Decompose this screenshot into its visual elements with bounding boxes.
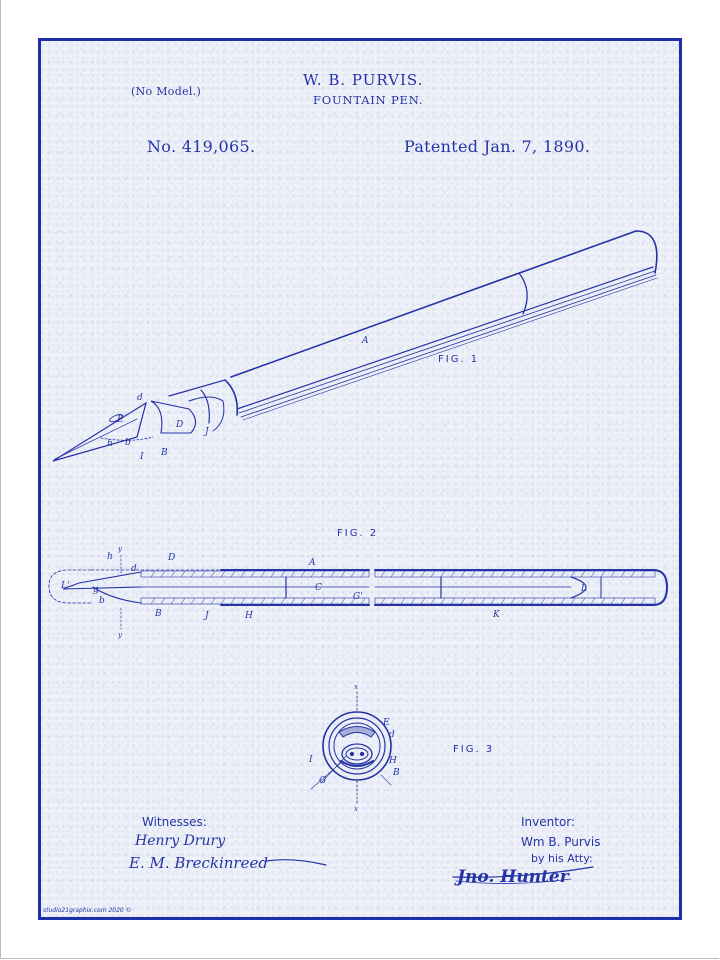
svg-text:B: B xyxy=(392,768,400,778)
fig2-section-drawing xyxy=(48,552,669,630)
credit-text: studio21graphix.com 2020 © xyxy=(43,907,132,914)
svg-text:y: y xyxy=(117,545,123,553)
witness-signature-2: E. M. Breckinreed xyxy=(129,854,268,872)
fig2-label: FIG. 2 xyxy=(337,528,379,539)
svg-text:G: G xyxy=(319,776,326,786)
inventor-name-heading: W. B. PURVIS. xyxy=(303,71,424,89)
svg-text:h: h xyxy=(107,439,113,449)
svg-text:d: d xyxy=(389,730,395,740)
svg-text:x: x xyxy=(354,805,358,813)
fig3-cross-section-drawing xyxy=(310,691,392,804)
svg-text:b: b xyxy=(99,596,105,606)
attorney-label: by his Atty: xyxy=(531,852,593,865)
fig3-part-labels: x x E d I H G B xyxy=(308,683,400,813)
svg-text:E: E xyxy=(382,718,390,728)
fig3-label: FIG. 3 xyxy=(453,744,495,755)
svg-text:x: x xyxy=(354,683,358,691)
fig1-pen-drawing xyxy=(52,230,658,462)
inventor-signature: Wm B. Purvis xyxy=(521,835,601,849)
svg-text:D: D xyxy=(167,553,175,563)
witnesses-label: Witnesses: xyxy=(142,815,207,829)
signature-flourishes xyxy=(265,859,594,884)
svg-text:H: H xyxy=(244,611,253,621)
svg-text:J: J xyxy=(203,611,210,621)
fig2-part-labels: L' h g b d D A C G' B J H K L y y xyxy=(60,545,587,639)
svg-text:h: h xyxy=(107,552,113,562)
svg-text:A: A xyxy=(308,558,316,568)
patent-date: Patented Jan. 7, 1890. xyxy=(404,137,591,156)
invention-title: FOUNTAIN PEN. xyxy=(313,93,424,107)
patent-frame: (No Model.) W. B. PURVIS. FOUNTAIN PEN. … xyxy=(38,38,682,920)
attorney-signature: Jno. Hunter xyxy=(457,867,569,887)
svg-text:G': G' xyxy=(353,592,363,602)
svg-text:L': L' xyxy=(60,581,69,591)
svg-text:d: d xyxy=(131,564,137,574)
svg-text:E: E xyxy=(116,415,124,425)
witness-signature-1: Henry Drury xyxy=(135,833,226,849)
svg-text:J: J xyxy=(203,427,210,437)
svg-text:K: K xyxy=(492,610,501,620)
patent-drawings: A d E D J h b I B xyxy=(48,230,669,884)
svg-text:I: I xyxy=(308,755,313,765)
svg-text:B: B xyxy=(154,609,162,619)
svg-text:y: y xyxy=(117,631,123,639)
no-model-label: (No Model.) xyxy=(131,85,202,98)
inventor-label: Inventor: xyxy=(521,815,576,829)
svg-text:I: I xyxy=(139,452,144,462)
patent-number: No. 419,065. xyxy=(147,137,256,156)
svg-text:A: A xyxy=(361,336,369,346)
fig1-part-labels: A d E D J h b I B xyxy=(107,336,369,462)
svg-text:C: C xyxy=(315,583,322,593)
svg-text:H: H xyxy=(388,756,397,766)
fig1-label: FIG. 1 xyxy=(438,354,480,365)
svg-text:B: B xyxy=(160,448,168,458)
svg-text:b: b xyxy=(125,438,131,448)
svg-text:g: g xyxy=(93,585,99,595)
svg-text:L: L xyxy=(580,584,587,594)
svg-text:D: D xyxy=(175,420,183,430)
svg-text:d: d xyxy=(137,393,143,403)
